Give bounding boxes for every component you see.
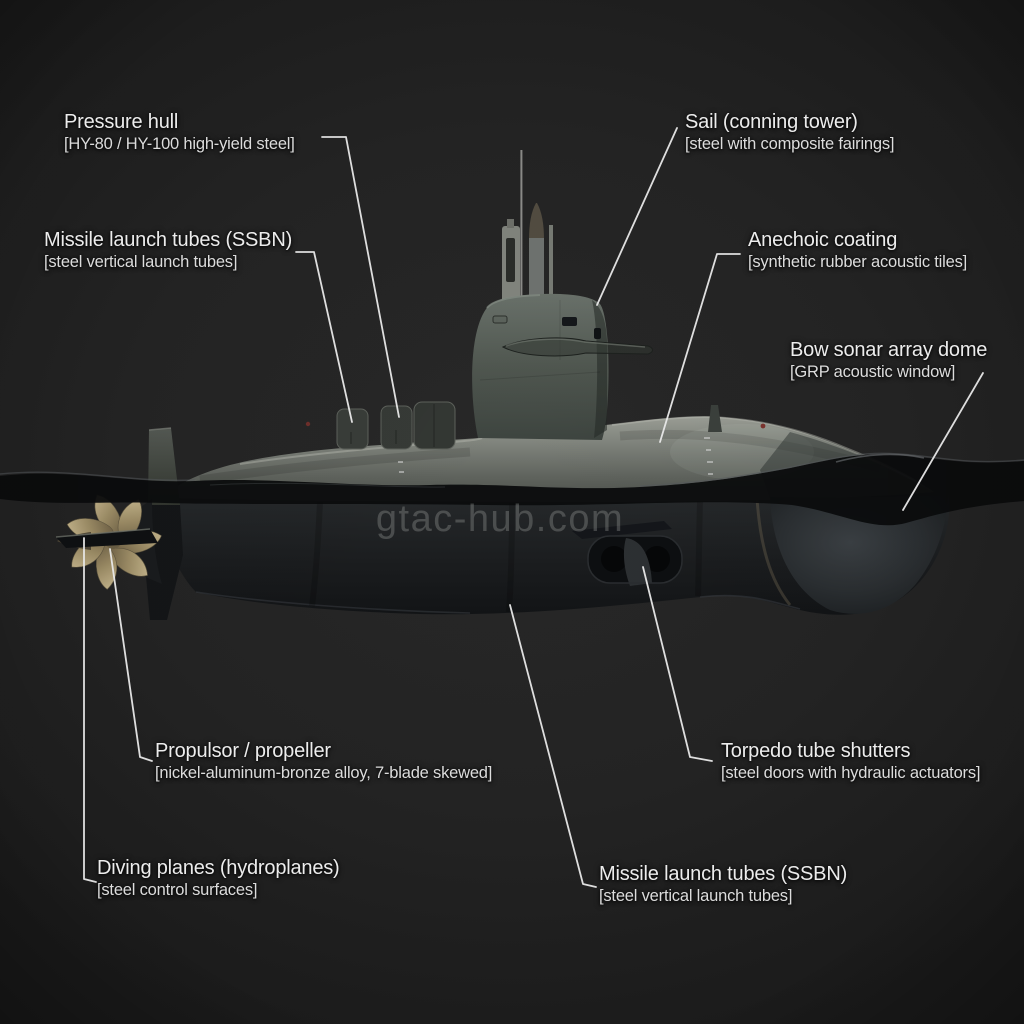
leader-sail [596, 127, 678, 306]
leader-torpedo-shutters [642, 566, 713, 762]
leader-pressure-hull [321, 136, 400, 418]
watermark: gtac-hub.com [376, 498, 624, 540]
leader-missile-tubes-top [295, 251, 353, 423]
leader-lines [83, 127, 984, 888]
leader-propulsor [109, 548, 153, 762]
leader-bow-sonar-dome [902, 372, 984, 511]
leader-diving-planes [83, 537, 97, 883]
leader-missile-tubes-bottom [509, 604, 597, 888]
leader-anechoic-coating [659, 253, 741, 443]
